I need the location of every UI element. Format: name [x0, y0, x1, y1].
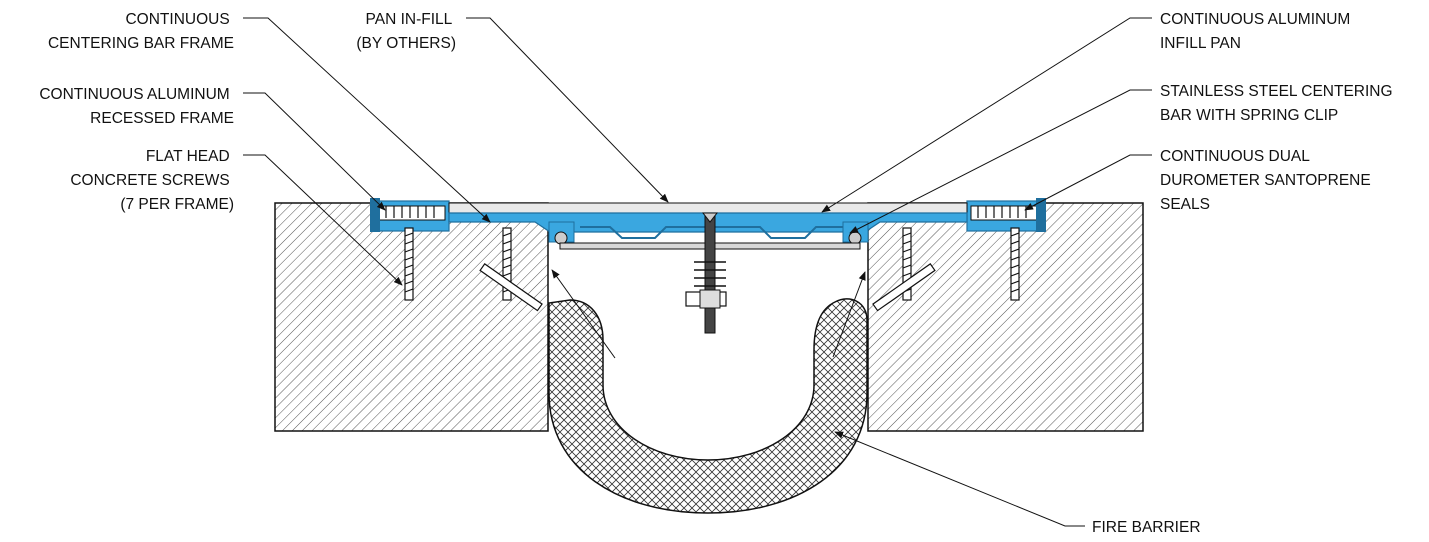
label-stainless-steel-centering-bar: STAINLESS STEEL CENTERING BAR WITH SPRIN…: [1160, 83, 1397, 124]
spring-clip-pivot-left: [554, 231, 568, 245]
label-dual-durometer-seals: CONTINUOUS DUAL DUROMETER SANTOPRENE SEA…: [1160, 148, 1375, 213]
fire-barrier-shape: [548, 298, 868, 514]
concrete-slab-right: [867, 202, 1144, 432]
screw-right-2: [1010, 227, 1020, 301]
label-continuous-aluminum-infill-pan: CONTINUOUS ALUMINUM INFILL PAN: [1160, 11, 1355, 52]
label-pan-infill: PAN IN-FILL (BY OTHERS): [356, 11, 456, 52]
spring-clip-assembly: [685, 212, 727, 334]
leader-lines: [243, 17, 1152, 527]
screw-left-1: [404, 227, 414, 301]
recessed-frame-left: [370, 198, 450, 232]
label-continuous-centering-bar-frame: CONTINUOUS CENTERING BAR FRAME: [48, 11, 234, 52]
label-flat-head-concrete-screws: FLAT HEAD CONCRETE SCREWS (7 PER FRAME): [70, 148, 234, 213]
label-continuous-aluminum-recessed-frame: CONTINUOUS ALUMINUM RECESSED FRAME: [39, 86, 234, 127]
concrete-screws: [404, 227, 1020, 312]
label-fire-barrier: FIRE BARRIER: [1092, 519, 1201, 536]
screw-diagonal-right: [872, 263, 936, 312]
screw-diagonal-left: [479, 263, 543, 312]
recessed-frame-right: [966, 198, 1046, 232]
spring-clip-pivot-right: [848, 231, 862, 245]
